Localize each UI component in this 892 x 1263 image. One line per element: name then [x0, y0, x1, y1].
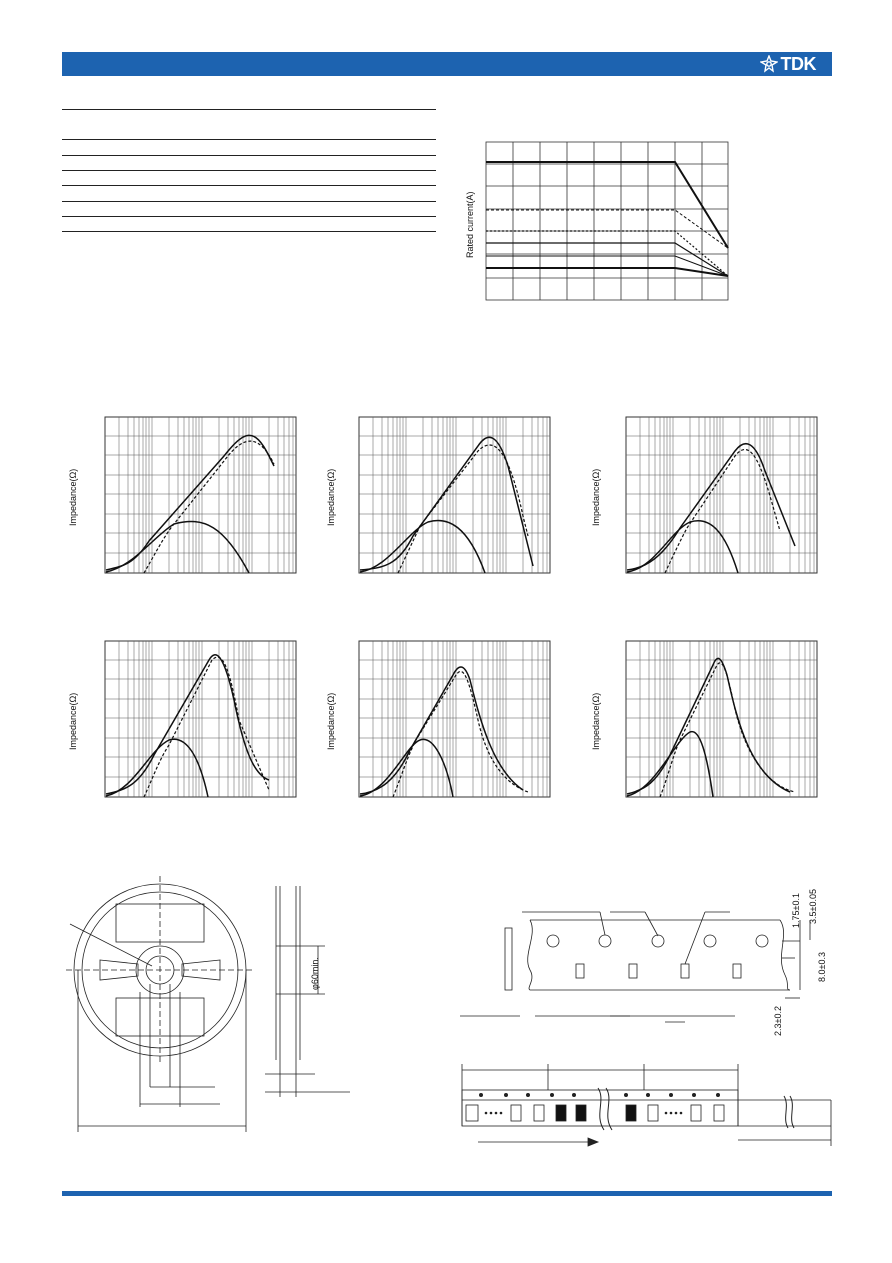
impedance-ylabel: Impedance(Ω): [591, 692, 601, 750]
impedance-ylabel: Impedance(Ω): [326, 692, 336, 750]
dim-pitch-top: 1.75±0.1: [791, 893, 801, 928]
table-rule: [62, 155, 436, 156]
table-rule: [62, 139, 436, 140]
footer-bar: [62, 1191, 832, 1196]
impedance-chart-5: [358, 640, 551, 798]
impedance-chart-2: [358, 416, 551, 574]
tdk-star-icon: [759, 55, 778, 73]
dim-thickness: 2.3±0.2: [773, 1006, 783, 1036]
table-rule: [62, 170, 436, 171]
tdk-logo: TDK: [759, 53, 817, 74]
table-rule: [62, 231, 436, 232]
impedance-ylabel: Impedance(Ω): [326, 468, 336, 526]
impedance-chart-3: [625, 416, 818, 574]
table-rule: [62, 109, 436, 110]
reel-drawing: [66, 876, 350, 1132]
tape-leader-drawing: [461, 1064, 832, 1147]
impedance-ylabel: Impedance(Ω): [68, 692, 78, 750]
table-rule: [62, 185, 436, 186]
impedance-ylabel: Impedance(Ω): [68, 468, 78, 526]
dim-width: 8.0±0.3: [817, 952, 827, 982]
derating-chart: [485, 141, 729, 301]
hub-diameter-label: φ60min.: [310, 957, 320, 990]
dim-pitch-mid: 3.5±0.05: [808, 889, 818, 924]
impedance-chart-4: [104, 640, 297, 798]
brand-name: TDK: [780, 53, 817, 74]
impedance-ylabel: Impedance(Ω): [591, 468, 601, 526]
table-rule: [62, 216, 436, 217]
table-rule: [62, 201, 436, 202]
tape-drawing: [460, 911, 811, 1023]
impedance-chart-6: [625, 640, 818, 798]
header-bar: TDK: [62, 52, 832, 76]
derating-ylabel: Rated current(A): [465, 191, 475, 258]
impedance-chart-1: [104, 416, 297, 574]
